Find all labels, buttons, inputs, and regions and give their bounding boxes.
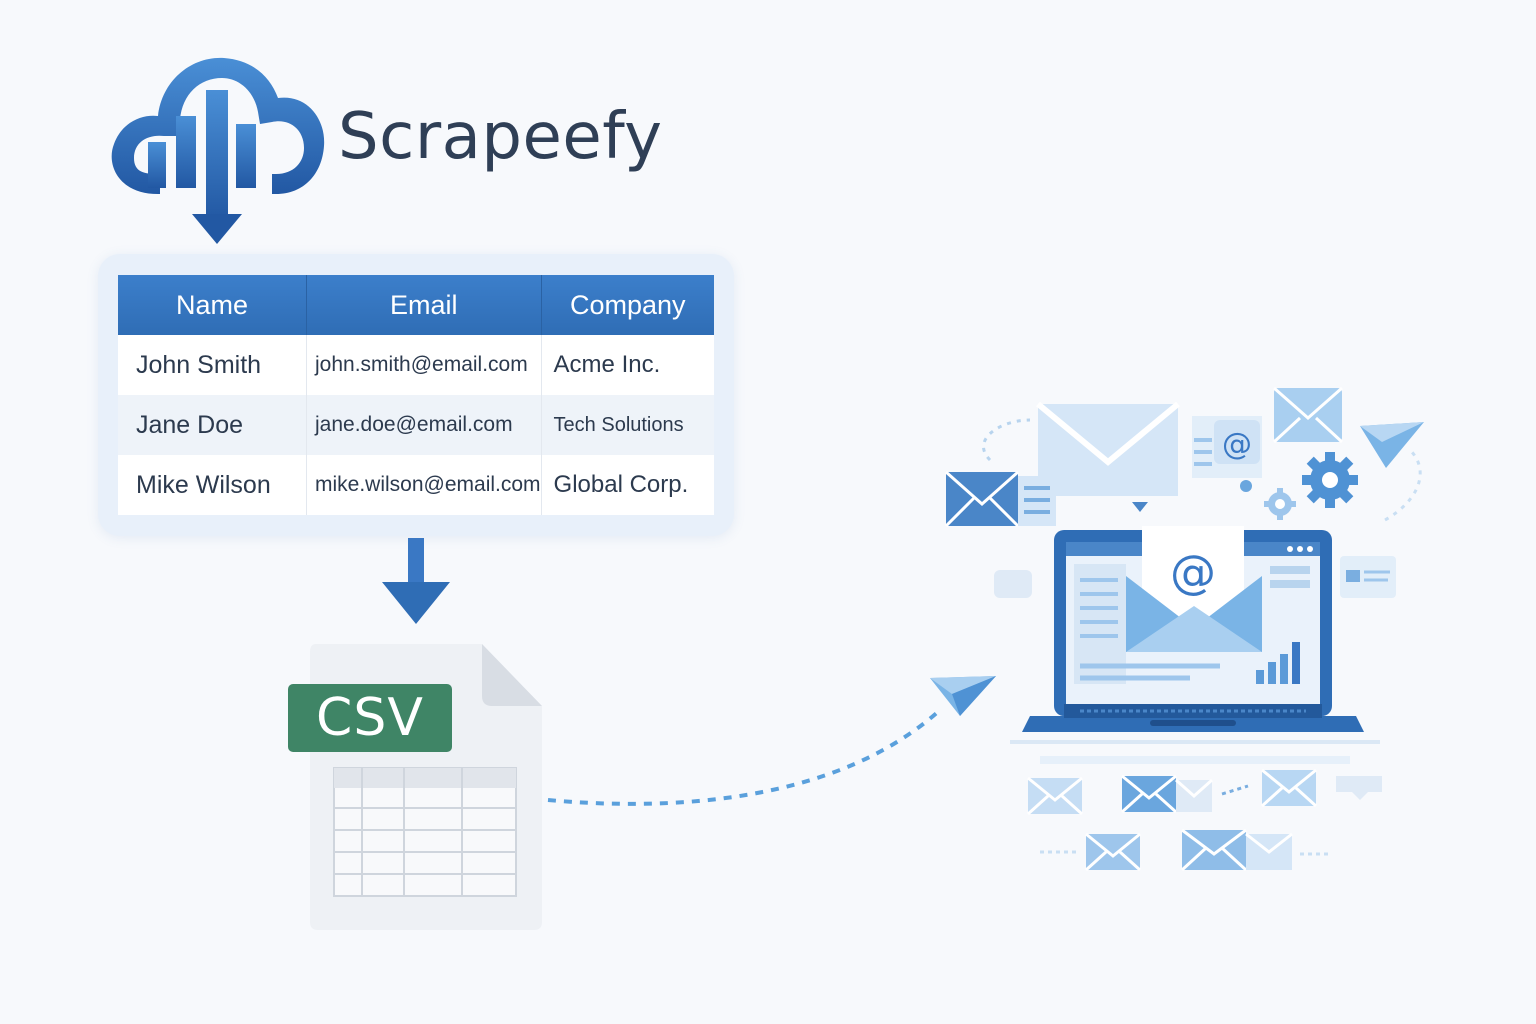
cell-email: mike.wilson@email.com xyxy=(306,455,542,515)
envelope-icon xyxy=(1272,386,1344,444)
table-row: Mike Wilson mike.wilson@email.com Global… xyxy=(118,455,714,515)
brand-name: Scrapeefy xyxy=(338,100,663,174)
cell-name: John Smith xyxy=(118,335,307,395)
column-header-name: Name xyxy=(118,275,307,335)
cell-company: Acme Inc. xyxy=(553,351,661,378)
gear-icon xyxy=(1302,452,1358,508)
envelope-icon xyxy=(1036,401,1180,496)
paper-plane-icon xyxy=(1360,422,1424,468)
svg-text:@: @ xyxy=(1170,545,1216,599)
table-row: Jane Doe jane.doe@email.com Tech Solutio… xyxy=(118,395,714,455)
at-sign-icon: @ xyxy=(1192,416,1262,478)
dotted-flow-path xyxy=(547,676,996,806)
paper-plane-icon xyxy=(930,676,996,716)
envelope-icon xyxy=(1026,776,1084,816)
envelope-icon xyxy=(944,470,1056,528)
arrow-down-icon xyxy=(382,538,450,624)
envelope-icon xyxy=(1120,774,1213,814)
cell-company: Tech Solutions xyxy=(541,395,714,455)
column-header-email: Email xyxy=(306,275,542,335)
envelope-icon xyxy=(1260,768,1318,808)
column-header-company: Company xyxy=(541,275,714,335)
cell-email: john.smith@email.com xyxy=(306,335,542,395)
table-header-row: Name Email Company xyxy=(118,275,714,335)
cell-company: Global Corp. xyxy=(553,471,689,498)
svg-text:@: @ xyxy=(1222,427,1252,462)
email-marketing-illustration: @ xyxy=(944,386,1424,872)
cell-name: Jane Doe xyxy=(118,395,307,455)
gear-icon xyxy=(1264,488,1296,520)
cell-name: Mike Wilson xyxy=(118,455,307,515)
cell-email: jane.doe@email.com xyxy=(306,395,542,455)
envelope-icon xyxy=(1084,832,1142,872)
cloud-chart-icon xyxy=(111,57,325,244)
contacts-table: Name Email Company John Smith john.smith… xyxy=(118,275,714,515)
laptop-icon: @ xyxy=(1010,526,1380,764)
table-row: John Smith john.smith@email.com Acme Inc… xyxy=(118,335,714,395)
csv-badge: CSV xyxy=(288,684,452,752)
envelope-icon xyxy=(1180,828,1293,872)
